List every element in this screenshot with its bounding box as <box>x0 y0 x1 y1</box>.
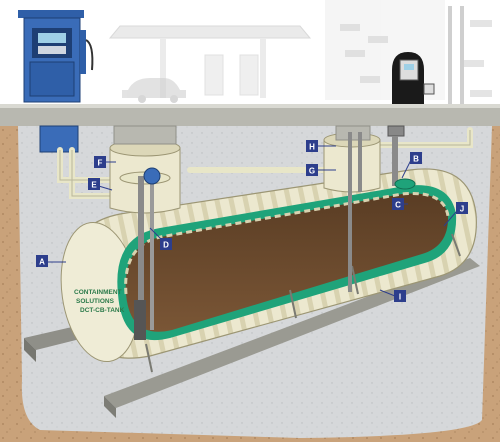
callout-G: G <box>306 164 318 176</box>
callout-F-label: F <box>98 159 103 168</box>
tank-brand-line3: DCT-CB-TANK <box>80 307 125 314</box>
callout-E-label: E <box>91 181 97 190</box>
brick-wall <box>340 20 492 97</box>
callout-A: A <box>36 255 48 267</box>
tank-brand-line2: SOLUTIONS <box>76 298 115 305</box>
tank-brand-line1: CONTAINMENT <box>74 289 122 296</box>
callout-C: C <box>392 198 404 210</box>
hold-down-straps <box>145 233 461 373</box>
callout-A-label: A <box>39 258 45 267</box>
car-icon <box>122 78 186 103</box>
callout-H: H <box>306 140 318 152</box>
callout-I-label: I <box>399 293 401 302</box>
concrete-surface <box>0 104 500 126</box>
callout-G-label: G <box>309 167 315 176</box>
tank-body <box>60 168 477 363</box>
callout-E: E <box>88 178 100 190</box>
tank-branding: CONTAINMENT SOLUTIONS DCT-CB-TANK <box>74 289 125 314</box>
submersible-pump <box>134 167 161 340</box>
vent-pipes <box>448 6 464 116</box>
tank-sump-right <box>323 125 381 292</box>
callout-H-label: H <box>309 143 315 152</box>
callout-D: D <box>160 238 172 250</box>
callout-I: I <box>394 290 406 302</box>
callout-B: B <box>410 152 422 164</box>
fill-riser <box>387 125 416 190</box>
callout-F: F <box>94 156 106 168</box>
callout-D-label: D <box>163 241 169 250</box>
callout-B-label: B <box>413 155 419 164</box>
callout-J: J <box>456 202 468 214</box>
tank-sump-left <box>109 125 181 214</box>
callout-J-label: J <box>460 205 464 214</box>
atg-console-icon <box>392 52 435 110</box>
callout-C-label: C <box>395 201 401 210</box>
fuel-dispenser-icon <box>18 10 94 103</box>
